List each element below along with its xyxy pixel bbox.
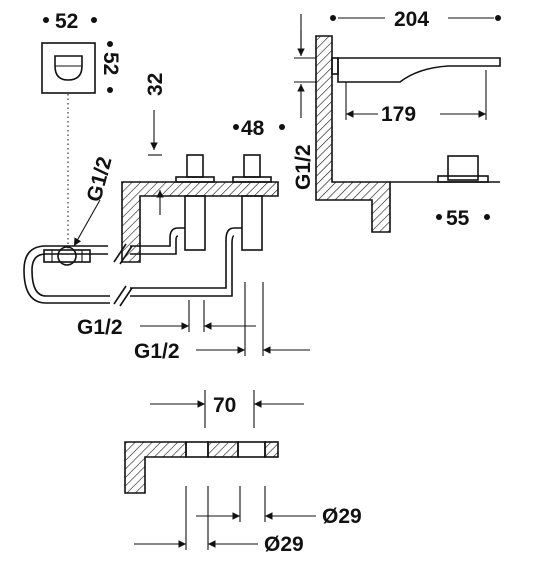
dim-dot [495, 15, 501, 21]
handle-knob [447, 155, 479, 181]
hole-left [185, 441, 209, 458]
valve-spacing-label: 48 [241, 117, 265, 140]
dim-dot [107, 87, 113, 93]
valve-stem-left [186, 154, 204, 178]
pipe-loop [31, 253, 110, 297]
break-mark [113, 285, 127, 305]
dim-dot [43, 17, 49, 23]
spout-thread-label: G1/2 [292, 144, 315, 190]
pipe-right [130, 227, 235, 289]
spout-outlet-label: 179 [381, 103, 416, 126]
dim-dot [233, 124, 239, 130]
plate-height-label: 52 [99, 52, 122, 75]
hole-diameter-1-label: Ø29 [322, 505, 362, 528]
dim-dot [330, 15, 336, 21]
valve-body-left [184, 195, 206, 251]
inline-valve [43, 249, 91, 263]
spout-projection-label: 204 [394, 8, 429, 31]
break-mark [113, 243, 127, 263]
spout [337, 57, 501, 83]
spout-side-view: 204 179 G1/2 55 [292, 8, 501, 233]
deck-plan-hatch [124, 441, 187, 494]
pipe-left [130, 227, 179, 247]
wall-plate [41, 42, 96, 94]
valve-body-right [241, 195, 263, 251]
wall-offset-label: 32 [144, 73, 167, 96]
dim-dot [91, 17, 97, 23]
outlet-thread-1-label: G1/2 [77, 316, 123, 339]
valve-stem-right [243, 154, 261, 178]
outlet-thread-2-label: G1/2 [134, 340, 180, 363]
wall-plate-view: 52 52 [41, 10, 122, 250]
wall-hatch [315, 35, 391, 233]
cutout-plan: 70 Ø29 Ø29 [124, 390, 362, 556]
hole-spacing-label: 70 [213, 394, 236, 417]
dim-dot [279, 124, 285, 130]
handle-diameter-label: 55 [446, 207, 470, 230]
concealed-body-section: 32 48 G1/2 [23, 73, 310, 363]
inlet-thread-label: G1/2 [83, 154, 117, 204]
dim-dot [436, 214, 442, 220]
dim-dot [484, 214, 490, 220]
dim-dot [107, 41, 113, 47]
plate-width-label: 52 [55, 10, 78, 33]
hole-diameter-2-label: Ø29 [264, 533, 304, 556]
hole-right [237, 441, 266, 458]
plate-opening [54, 55, 83, 81]
